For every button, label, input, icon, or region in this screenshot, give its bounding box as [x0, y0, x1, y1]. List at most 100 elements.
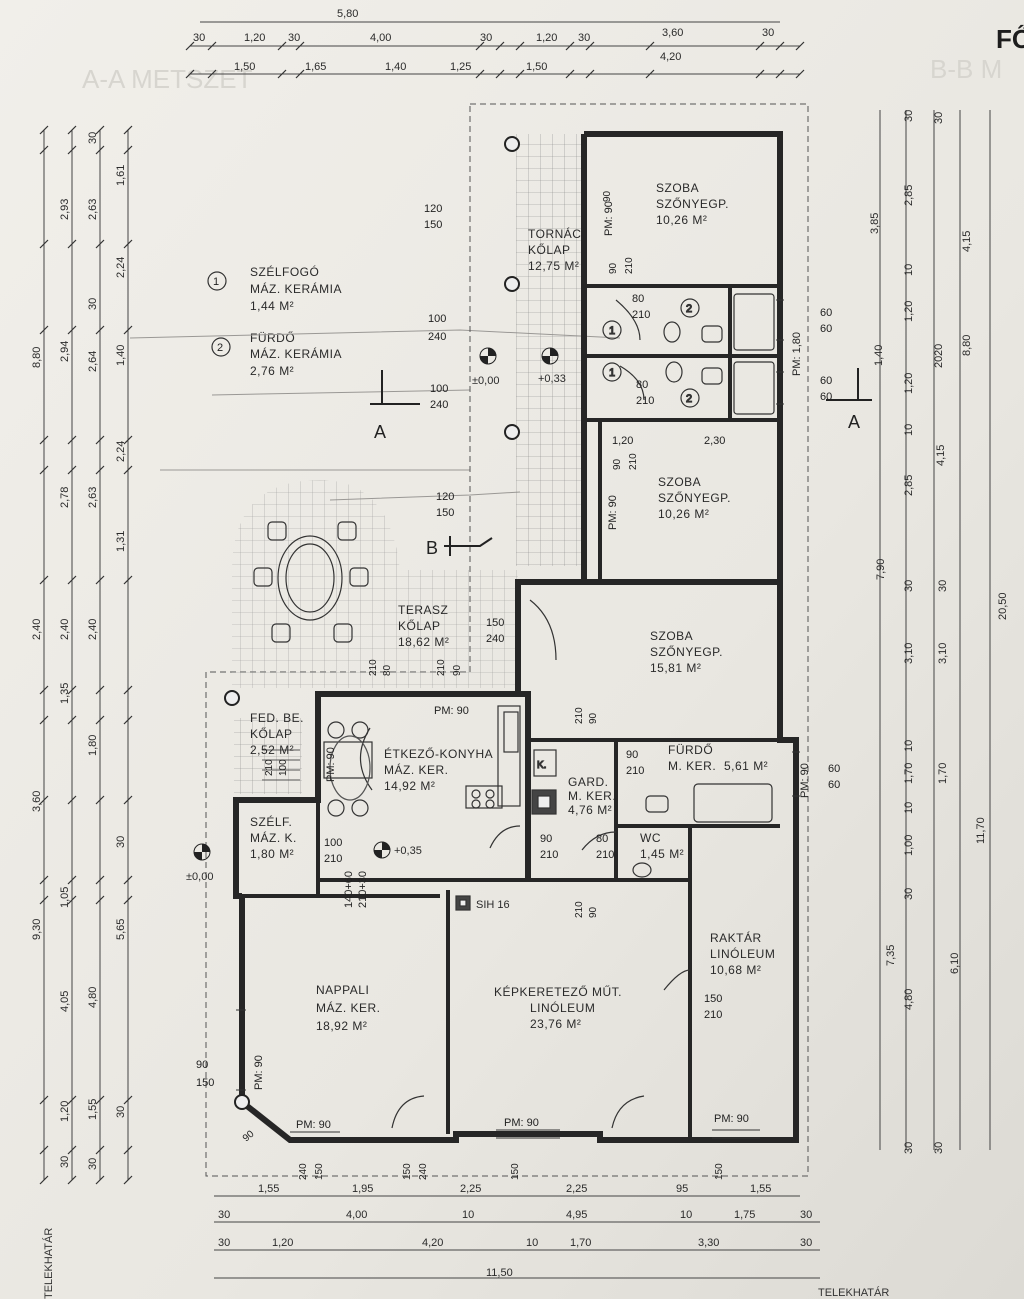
svg-text:150: 150: [436, 507, 454, 519]
dim-left-inner2-0: 1,61: [115, 165, 127, 186]
opening-100-240-b: 100: [430, 383, 448, 395]
dim-left-mid-4: 4,05: [59, 991, 71, 1012]
door-symbol-2a: [680, 298, 700, 318]
bottom-dimension-chains: 1,55 1,95 2,25 2,25 95 1,55 30 4,00 10 4…: [214, 1183, 889, 1299]
dimension-tick: [39, 1175, 49, 1185]
dim-bot2-0: 30: [218, 1209, 230, 1221]
room-terasz-l3: 18,62 M²: [398, 635, 449, 649]
bathtub-furdo: [693, 783, 773, 823]
dim-bot3-6: 30: [800, 1237, 812, 1249]
dimension-tick: [39, 715, 49, 725]
room-raktar-l3: 10,68 M²: [710, 963, 761, 977]
toilet-1: [663, 321, 681, 343]
outer-wall-bottom: [239, 896, 690, 1143]
dimension-tick: [775, 69, 785, 79]
room-wc-l1: WC: [640, 831, 661, 845]
dimension-tick: [515, 41, 525, 51]
dim-right-inner-11: 30: [933, 1142, 945, 1154]
dimension-tick: [475, 41, 485, 51]
dim-left-inner2-6: 5,65: [115, 919, 127, 940]
small-num-3: 210: [628, 453, 639, 470]
section-label-b: B: [426, 538, 438, 558]
dimension-tick: [67, 875, 77, 885]
dim-top2-0: 30: [193, 32, 205, 44]
dimension-tick: [295, 41, 305, 51]
fedbe-tiled-area: [234, 718, 302, 794]
door-symbol-1a: [602, 320, 622, 340]
room-nappali-l1: NAPPALI: [316, 983, 369, 997]
dimension-tick: [123, 875, 133, 885]
dimension-tick: [123, 685, 133, 695]
small-num-5: 210: [574, 707, 585, 724]
dimension-tick: [795, 69, 805, 79]
bathtub-top: [733, 293, 775, 351]
room-furdo-l1: FÜRDŐ: [668, 742, 713, 757]
dimension-tick: [39, 1145, 49, 1155]
room-szoba3-l2: SZŐNYEGP.: [650, 644, 723, 659]
opening-80-210-b: 80: [636, 379, 648, 391]
dimension-tick: [123, 895, 133, 905]
section-label-a-left: A: [374, 422, 386, 442]
opening-80-210-c: 80: [596, 833, 608, 845]
dimension-tick: [95, 685, 105, 695]
dim-top2-6: 30: [578, 32, 590, 44]
dim-top3-3: 1,25: [450, 61, 471, 73]
kitchen-fixtures: K.: [323, 705, 557, 911]
dimension-tick: [67, 145, 77, 155]
dim-left-mid-1: 2,94: [59, 341, 71, 362]
level-label-035: +0,35: [394, 845, 422, 857]
opening-100-210: 100: [324, 837, 342, 849]
small-num-20: 150: [714, 1163, 725, 1180]
dim-bot2-6: 30: [800, 1209, 812, 1221]
room-fedbe-l2: KŐLAP: [250, 726, 293, 741]
dim-top2-8: 30: [762, 27, 774, 39]
dim-left-inner-6: 4,80: [87, 987, 99, 1008]
dim-right-mid-10: 10: [903, 740, 915, 752]
dim-right-outer-3: 7,35: [885, 945, 897, 966]
dimension-tick: [123, 239, 133, 249]
dimension-tick: [95, 325, 105, 335]
terasz-tiled-area: [232, 480, 518, 688]
dim-bottom-total: 11,50: [486, 1267, 513, 1279]
dimension-tick: [755, 69, 765, 79]
opening-120-150-b: 120: [436, 491, 454, 503]
room-szoba2-l1: SZOBA: [658, 475, 701, 489]
dim-left-inner-9: 30: [87, 1158, 99, 1170]
level-label-0b: ±0,00: [186, 871, 213, 883]
dim-top2-1: 1,20: [244, 32, 265, 44]
small-num-11: 210: [436, 659, 447, 676]
dimension-tick: [95, 239, 105, 249]
legend-marker-2: [211, 337, 231, 357]
svg-text:150: 150: [424, 219, 442, 231]
dim-left-inner2-5: 30: [115, 836, 127, 848]
dim-right-inner-1: 4,15: [961, 231, 973, 252]
dim-left-inner2-4: 1,31: [115, 531, 127, 552]
dimension-tick: [565, 41, 575, 51]
dim-bot3-5: 3,30: [698, 1237, 719, 1249]
dimension-tick: [277, 41, 287, 51]
room-kepkeretezo-l3: 23,76 M²: [530, 1017, 581, 1031]
opening-150-210: 150: [704, 993, 722, 1005]
dim-bot3-1: 1,20: [272, 1237, 293, 1249]
dim-top2-7: 3,60: [662, 27, 683, 39]
outer-wall-left: [233, 579, 780, 899]
dim-top2-4: 30: [480, 32, 492, 44]
dim-left-inner-2: 30: [87, 298, 99, 310]
room-terasz-l1: TERASZ: [398, 603, 448, 617]
legend-num-2: 2: [217, 342, 223, 354]
dim-left-inner-8: 1,55: [87, 1099, 99, 1120]
dimension-tick: [123, 1175, 133, 1185]
small-num-9: 210: [368, 659, 379, 676]
room-etkezo-l1: ÉTKEZŐ-KONYHA: [384, 746, 493, 761]
dim-right-inner-2: 8,80: [961, 335, 973, 356]
dimension-tick: [123, 715, 133, 725]
dim-right-inner-5: 4,15: [935, 445, 947, 466]
room-kepkeretezo-l2: LINÓLEUM: [530, 1000, 595, 1015]
dim-right-mid-8: 30: [903, 580, 915, 592]
room-szelf-l1: SZÉLF.: [250, 814, 292, 829]
svg-text:150: 150: [196, 1077, 214, 1089]
telekhatar-bottom-label: TELEKHATÁR: [818, 1286, 889, 1299]
opening-90-210-a: 90: [540, 833, 552, 845]
room-szelf-l3: 1,80 M²: [250, 847, 294, 861]
dim-right-inner-8: 1,70: [937, 763, 949, 784]
